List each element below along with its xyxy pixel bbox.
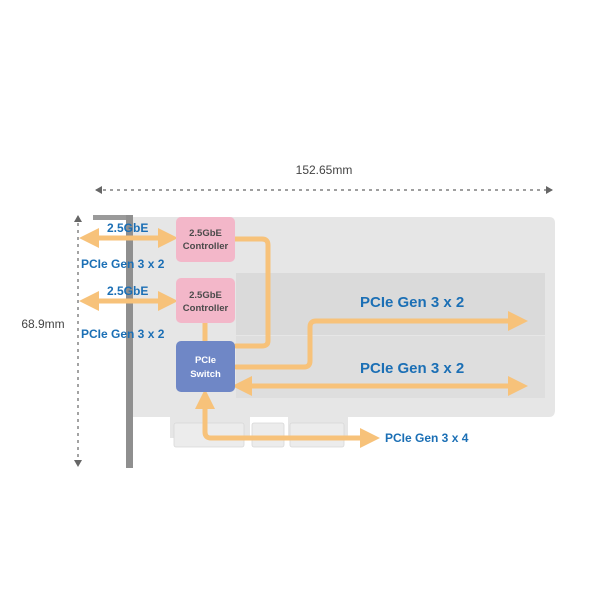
edge-connector — [173, 422, 345, 448]
slot2-link-label: PCIe Gen 3 x 2 — [360, 360, 464, 377]
controller1-chip: 2.5GbE Controller — [176, 217, 235, 262]
port2-link-label: PCIe Gen 3 x 2 — [81, 327, 165, 341]
switch-to-slot1-link — [233, 311, 528, 370]
expansion-band-top — [236, 273, 545, 335]
port1-link-label: PCIe Gen 3 x 2 — [81, 257, 165, 271]
io-bracket — [93, 215, 133, 468]
height-dimension: 68.9mm — [21, 215, 82, 467]
height-dimension-label: 68.9mm — [21, 317, 64, 331]
width-dimension-label: 152.65mm — [296, 163, 353, 177]
controller2-chip-line1: 2.5GbE — [189, 290, 222, 301]
host-link-label: PCIe Gen 3 x 4 — [385, 431, 469, 445]
controller1-chip-line2: Controller — [183, 241, 229, 252]
width-dimension: 152.65mm — [95, 163, 553, 194]
controller1-chip-line1: 2.5GbE — [189, 228, 222, 239]
slot1-link-label: PCIe Gen 3 x 2 — [360, 294, 464, 311]
controller1-to-switch-link — [232, 236, 271, 349]
port1-speed-label: 2.5GbE — [107, 221, 148, 235]
pcie-switch-chip-line2: Switch — [190, 369, 221, 380]
controller2-chip-line2: Controller — [183, 303, 229, 314]
pcie-switch-chip: PCIe Switch — [176, 341, 235, 392]
pcie-switch-chip-line1: PCIe — [195, 355, 216, 366]
port2-speed-label: 2.5GbE — [107, 284, 148, 298]
switch-to-host-link — [195, 389, 380, 448]
controller2-chip: 2.5GbE Controller — [176, 278, 235, 323]
